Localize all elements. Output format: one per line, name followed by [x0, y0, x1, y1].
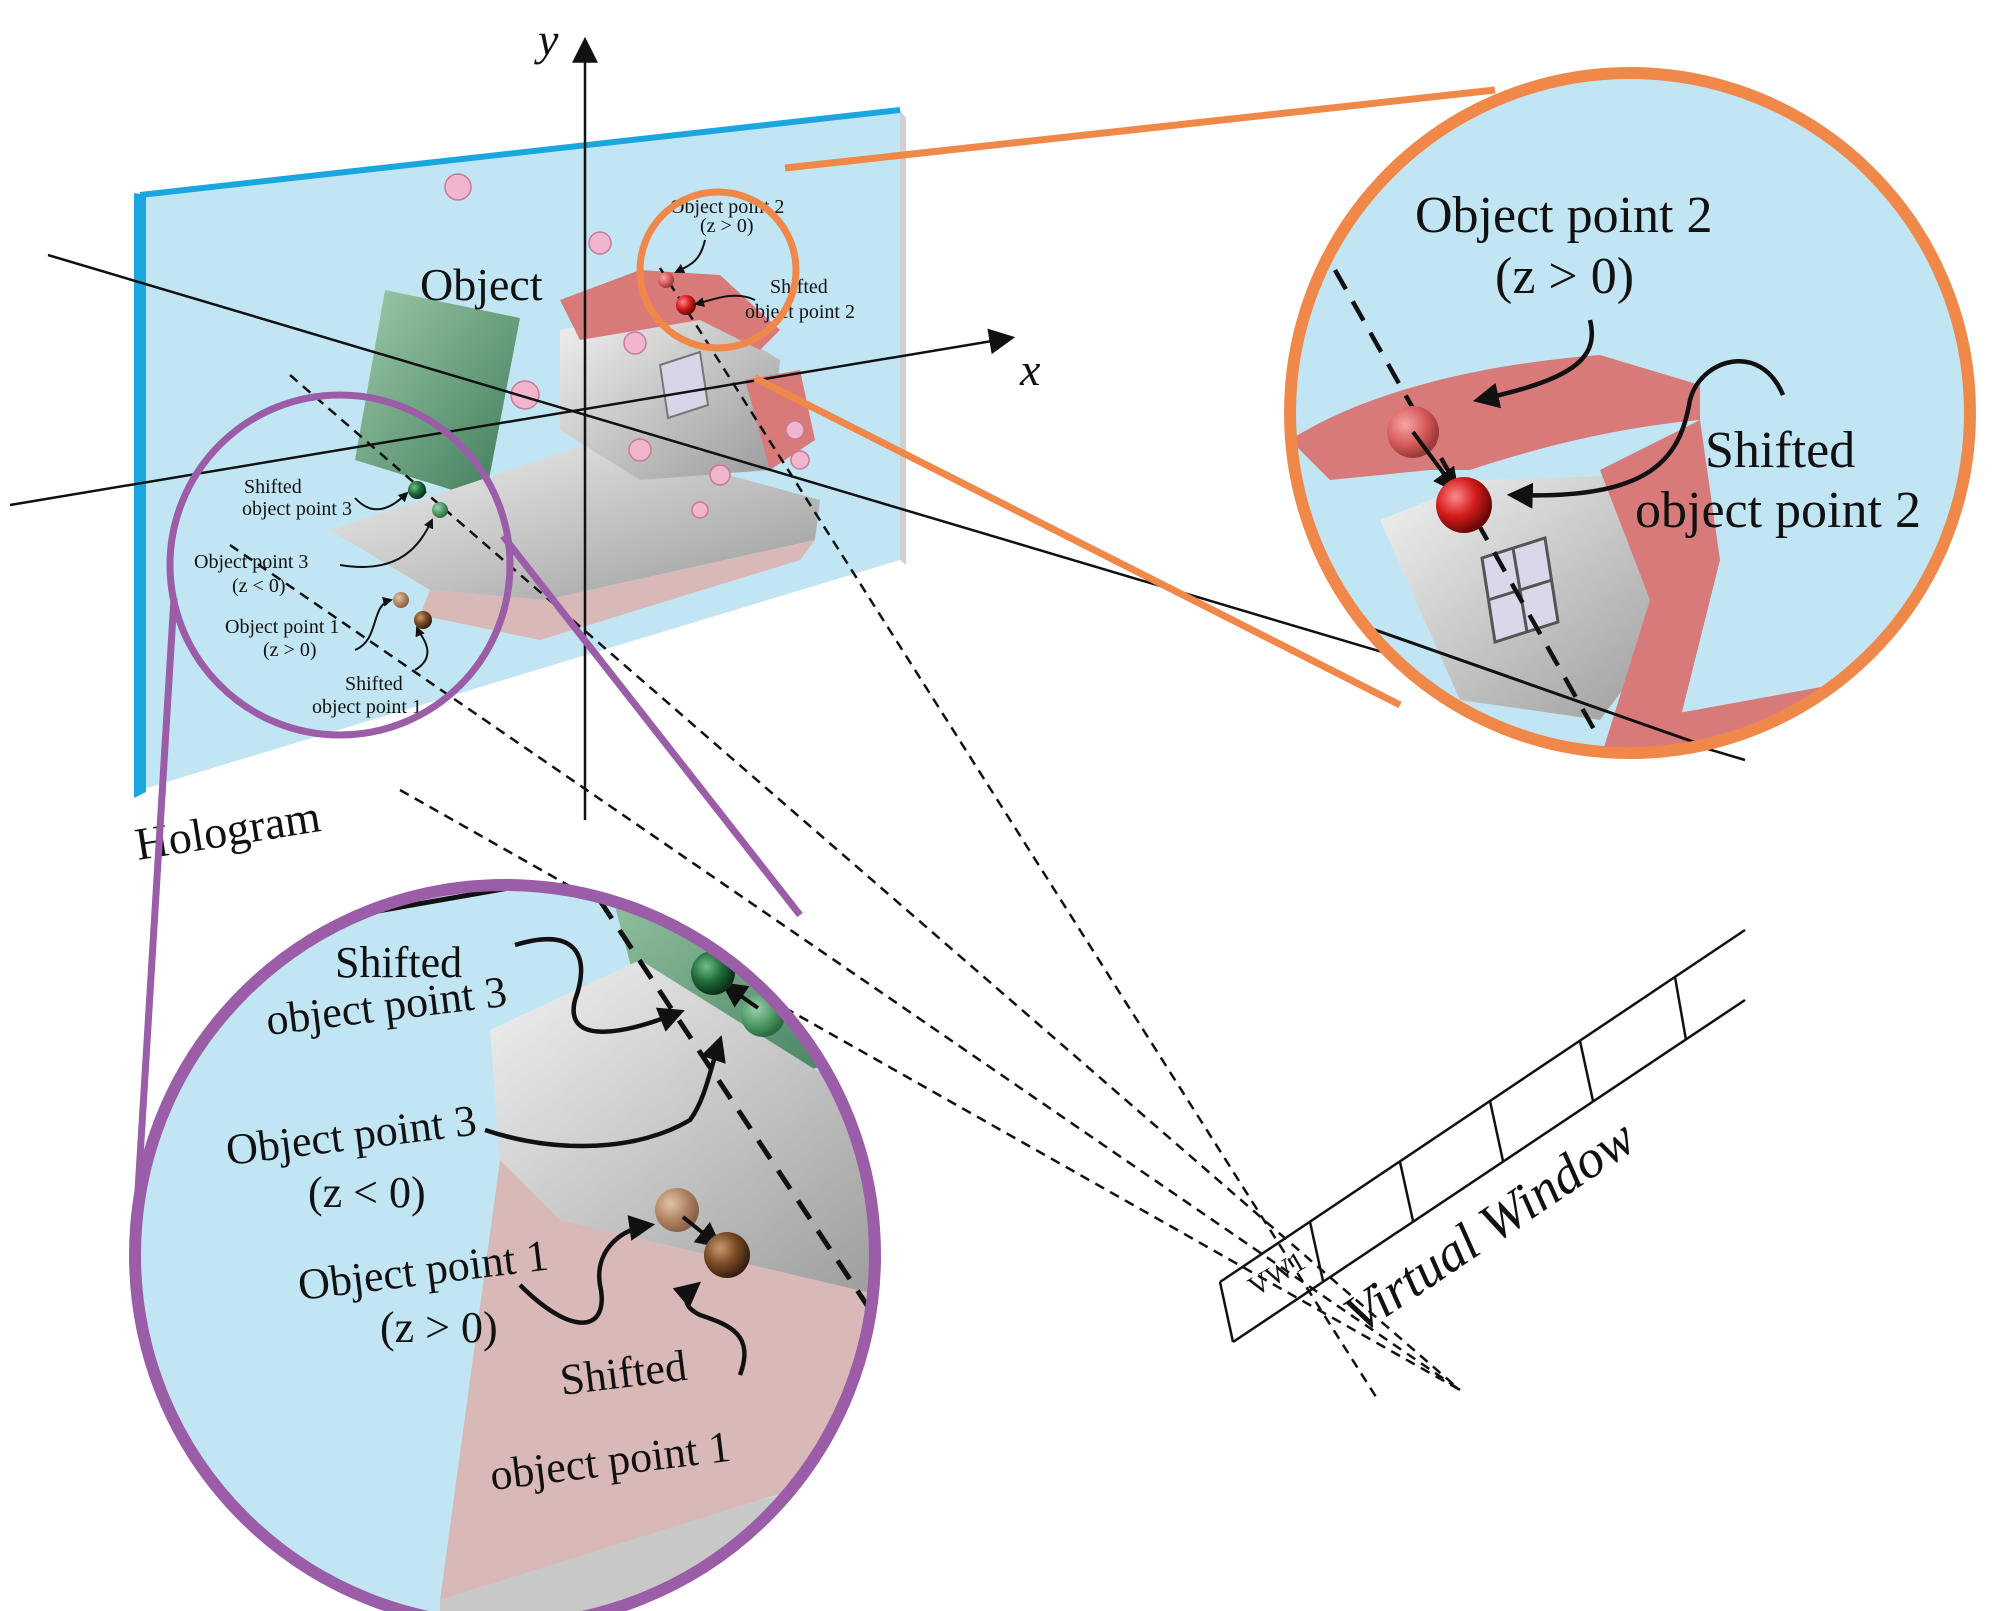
- shifted-object-point-1-marker: [414, 611, 432, 629]
- ray-point-1: [229, 543, 1461, 1392]
- hologram-top-edge: [139, 107, 901, 198]
- purple-connector-right: [500, 533, 803, 918]
- zoom-purple-base: [490, 960, 875, 1300]
- vw-divider-1: [1308, 1221, 1325, 1282]
- vw-divider-2: [1398, 1161, 1415, 1222]
- small-purple-circle: [166, 391, 514, 739]
- flower: [691, 501, 709, 519]
- scene-object: [330, 270, 820, 640]
- object-point-1-marker: [393, 592, 409, 608]
- object-point-3-marker: [432, 502, 448, 518]
- arrow-sop2: [694, 294, 756, 307]
- zoom-object-point-1-cond: (z > 0): [380, 1303, 498, 1352]
- scene-object-point-1: Object point 1: [225, 616, 339, 638]
- flowers: [444, 173, 810, 519]
- shifted-object-point-3-marker: [408, 481, 426, 499]
- zoom-purple-arrow-op3: [484, 1035, 726, 1149]
- flower: [588, 231, 612, 255]
- ray-point-2: [658, 267, 1380, 1401]
- zoom-shifted-object-point-2-label-b: object point 2: [1635, 482, 1921, 539]
- scene-object-point-1-cond: (z > 0): [263, 639, 316, 661]
- zoom-orange: Object point 2 (z > 0) Shifted object po…: [1284, 67, 1976, 759]
- zoom-object-point-2-label: Object point 2: [1415, 187, 1713, 244]
- flower: [790, 450, 810, 470]
- house-base-front: [420, 540, 815, 640]
- scene-points: [393, 272, 696, 629]
- arrow-sop3: [354, 491, 409, 511]
- zoom-orange-ring: [1284, 67, 1976, 759]
- zoom-purple-shift-arrow-3: [720, 982, 760, 1010]
- zoom-object-point-3-cond: (z < 0): [308, 1168, 426, 1217]
- house-window: [658, 350, 710, 420]
- virtual-window-label: Virtual Window: [1333, 1107, 1646, 1345]
- zoom-purple-arrow-op1: [518, 1215, 656, 1325]
- hologram-left-edge: [134, 193, 146, 798]
- x-axis: [9, 328, 1016, 507]
- zoom-purple-ring: [129, 879, 881, 1611]
- zoom-shifted-object-point-3-label: Shifted: [335, 938, 462, 987]
- zoom-orange-shift-arrow: [1411, 430, 1460, 495]
- y-axis-label: y: [534, 14, 559, 65]
- shifted-object-point-2-marker: [676, 295, 696, 315]
- house-roof: [560, 270, 780, 350]
- flower: [709, 464, 731, 486]
- zoom-orange-roof: [1290, 355, 1700, 480]
- scene-shifted-object-point-3: Shifted: [244, 476, 302, 498]
- green-box: [355, 290, 520, 500]
- purple-connector-left: [131, 597, 178, 1241]
- virtual-window-strip: [1218, 928, 1746, 1344]
- vw-divider-5: [1673, 976, 1688, 1041]
- ray-point-3: [289, 374, 1461, 1391]
- flower: [628, 438, 652, 462]
- zoom-purple: Shifted object point 3 Object point 3 (z…: [129, 879, 881, 1611]
- object-label: Object: [420, 259, 543, 310]
- x-axis-label: x: [1019, 344, 1041, 395]
- house-base: [330, 440, 820, 600]
- zoom-purple-arrow-sop3: [514, 937, 685, 1034]
- dashed-rays: [229, 267, 1461, 1401]
- scene-shifted-object-point-2: Shifted: [770, 276, 828, 298]
- zoom-purple-dashed: [557, 885, 875, 1342]
- scene-shifted-object-point-1: Shifted: [345, 673, 403, 695]
- zoom-shifted-object-point-1: [704, 1232, 750, 1278]
- zoom-shifted-object-point-2-label: Shifted: [1705, 422, 1855, 479]
- scene-arrows: [339, 239, 756, 671]
- zoom-orange-window-bar-h: [1487, 578, 1553, 602]
- small-orange-circle: [636, 188, 800, 352]
- arrow-op1: [354, 597, 393, 651]
- flower: [444, 173, 472, 201]
- roof-right: [745, 370, 815, 470]
- scene-shifted-object-point-1b: object point 1: [312, 696, 422, 718]
- orange-connector-top: [784, 86, 1496, 172]
- vw-divider-3: [1488, 1100, 1505, 1162]
- zoom-orange-roof-right: [1600, 420, 1720, 753]
- scene-shifted-object-point-2b: object point 2: [745, 301, 855, 323]
- virtual-window: [1218, 928, 1746, 1344]
- arrow-op3: [339, 518, 434, 568]
- zoom-shifted-object-point-2: [1436, 477, 1492, 533]
- flower: [623, 331, 647, 355]
- vw1-label: VW1: [1243, 1246, 1311, 1303]
- hologram-shadow-edge: [900, 110, 906, 565]
- zoom-connectors: [131, 86, 1496, 1241]
- scene-object-point-2-cond: (z > 0): [700, 215, 753, 237]
- zoom-orange-arrow-sop2: [1506, 359, 1786, 509]
- arrow-sop1: [414, 626, 429, 671]
- scene-shifted-object-point-3b: object point 3: [242, 498, 352, 520]
- orange-connector-bottom: [753, 374, 1402, 709]
- object-point-2-marker: [658, 272, 674, 288]
- scene-object-point-3: Object point 3: [194, 551, 308, 573]
- zoom-object-point-2-cond: (z > 0): [1495, 248, 1634, 305]
- arrow-op2: [674, 239, 706, 273]
- scene-object-point-3-cond: (z < 0): [232, 575, 285, 597]
- zoom-purple-arrow-sop1: [672, 1281, 747, 1376]
- flower: [785, 420, 805, 440]
- zoom-orange-arrow-op2: [1472, 319, 1595, 409]
- vw-divider-4: [1578, 1040, 1595, 1102]
- flower: [510, 380, 540, 410]
